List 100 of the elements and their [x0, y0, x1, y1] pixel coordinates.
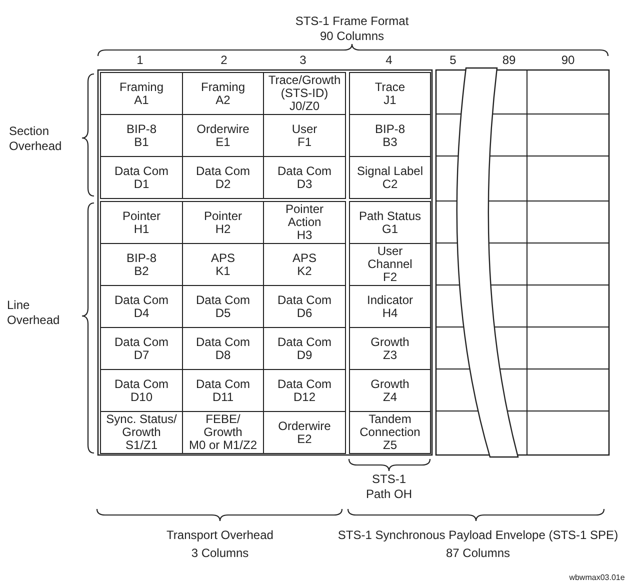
overhead-cell	[100, 156, 183, 199]
byte-code: D6	[296, 306, 312, 320]
column-number: 1	[136, 53, 144, 68]
overhead-cell	[100, 411, 183, 454]
field-name: Path Status	[358, 210, 422, 222]
field-name: Sync. Status/ Growth	[105, 413, 178, 439]
byte-code: A1	[134, 94, 149, 106]
byte-code: D12	[293, 390, 316, 404]
field-name: BIP-8	[126, 252, 156, 264]
byte-code: D5	[215, 306, 231, 320]
field-name: Pointer	[204, 210, 242, 222]
field-name: Orderwire	[278, 420, 331, 432]
column-number: 3	[298, 53, 308, 68]
overhead-cell	[263, 411, 346, 454]
byte-code: F1	[297, 136, 312, 148]
heading: STS-1 Frame Format	[294, 14, 410, 29]
byte-code: D11	[212, 390, 234, 404]
field-name: User Channel	[366, 245, 414, 271]
brace-label: Section Overhead	[9, 124, 63, 154]
brace-label: STS-1 Path OH	[364, 472, 414, 502]
byte-code: M0 or M1/Z2	[188, 438, 257, 452]
byte-code: H3	[296, 228, 312, 242]
byte-code: E2	[297, 432, 312, 446]
field-name: Framing	[119, 80, 164, 94]
byte-code: Z3	[382, 348, 397, 362]
byte-code: D1	[134, 178, 150, 190]
overhead-cell	[349, 114, 431, 157]
field-name: Framing	[200, 80, 245, 94]
byte-code: K2	[297, 264, 312, 278]
byte-code: J1	[384, 94, 396, 106]
byte-code: G1	[382, 222, 398, 236]
field-name: FEBE/ Growth	[202, 413, 244, 439]
byte-code: F2	[382, 270, 397, 284]
field-name: Data Com	[114, 378, 169, 390]
field-name: Data Com	[277, 378, 332, 390]
overhead-cell	[349, 201, 431, 244]
column-count: 3 Columns	[190, 546, 250, 561]
byte-code: Z5	[382, 438, 397, 452]
brace-label: STS-1 Synchronous Payload Envelope (STS-1 SPE)	[336, 528, 620, 543]
byte-code: A2	[216, 94, 230, 106]
brace-label: Transport Overhead	[166, 528, 274, 543]
byte-code: J0/Z0	[289, 100, 320, 113]
field-name: Signal Label	[356, 164, 424, 178]
byte-code: D3	[296, 178, 312, 190]
field-name: APS	[292, 252, 316, 264]
field-name: Trace/Growth (STS-ID)	[267, 74, 342, 100]
column-count: 87 Columns	[444, 546, 512, 561]
field-name: Data Com	[277, 164, 332, 178]
field-name: Data Com	[196, 336, 250, 348]
field-name: Data Com	[114, 336, 169, 348]
brace-label: Line Overhead	[7, 298, 61, 328]
column-number: 5	[448, 53, 458, 68]
overhead-cell	[349, 72, 431, 115]
field-name: Data Com	[196, 294, 250, 306]
field-name: Orderwire	[196, 122, 250, 136]
byte-code: H4	[382, 306, 398, 320]
byte-code: D7	[134, 348, 150, 362]
column-number: 4	[384, 53, 394, 68]
field-name: Pointer	[122, 210, 161, 222]
byte-code: H1	[134, 222, 150, 236]
byte-code: C2	[382, 178, 398, 190]
overhead-cell	[349, 285, 431, 328]
field-name: Growth	[370, 336, 410, 348]
field-name: BIP-8	[126, 122, 156, 136]
byte-code: B2	[134, 264, 149, 278]
field-name: Trace	[374, 80, 406, 94]
byte-code: D4	[134, 306, 150, 320]
overhead-cell	[349, 369, 431, 412]
overhead-cell	[349, 327, 431, 370]
overhead-cell	[263, 201, 346, 244]
byte-code: E1	[216, 136, 230, 148]
field-name: Data Com	[277, 294, 332, 306]
figure-id: wbwmax03.01e	[568, 573, 626, 583]
overhead-cell	[100, 72, 183, 115]
field-name: BIP-8	[374, 122, 405, 136]
field-name: Pointer Action	[284, 203, 325, 229]
field-name: APS	[210, 252, 235, 264]
byte-code: K1	[216, 264, 230, 278]
overhead-cell	[349, 156, 431, 199]
field-name: Indicator	[366, 294, 414, 306]
field-name: User	[292, 122, 318, 136]
field-name: Data Com	[196, 378, 250, 390]
column-number: 90	[560, 53, 576, 68]
field-name: Data Com	[114, 164, 169, 178]
column-count: 90 Columns	[318, 29, 386, 44]
byte-code: D2	[215, 178, 231, 190]
field-name: Data Com	[196, 164, 250, 178]
overhead-cell	[263, 156, 346, 199]
overhead-cell	[100, 201, 183, 244]
overhead-cell	[263, 72, 346, 115]
overhead-cell	[349, 411, 431, 454]
byte-code: B3	[382, 136, 398, 148]
byte-code: S1/Z1	[125, 438, 158, 452]
field-name: Tandem Connection	[358, 413, 422, 439]
overhead-cell	[349, 243, 431, 286]
byte-code: B1	[134, 136, 149, 148]
byte-code: D10	[130, 390, 152, 404]
field-name: Growth	[370, 378, 410, 390]
column-number: 89	[501, 53, 517, 68]
field-name: Data Com	[114, 294, 169, 306]
